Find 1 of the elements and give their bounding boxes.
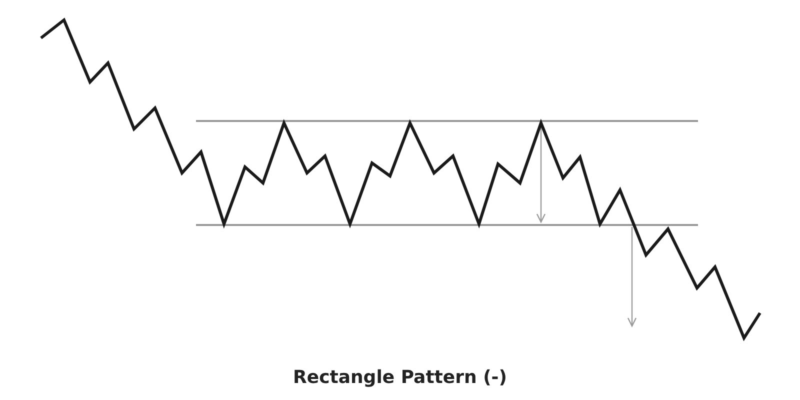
title: Rectangle Pattern (-): [293, 367, 507, 388]
